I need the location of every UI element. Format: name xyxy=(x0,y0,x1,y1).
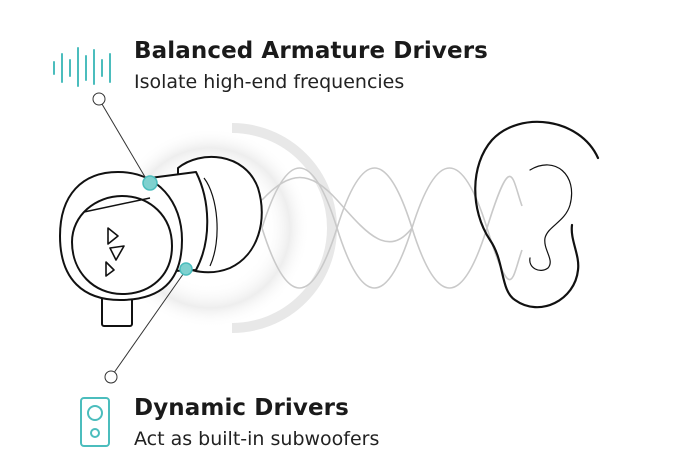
waveform-lines-icon xyxy=(53,47,111,87)
brand-logo-icon xyxy=(105,227,125,277)
balanced-armature-marker xyxy=(142,175,158,191)
balanced-armature-subtitle: Isolate high-end frequencies xyxy=(134,71,405,93)
callout-lines xyxy=(92,92,187,384)
dynamic-driver-subtitle: Act as built-in subwoofers xyxy=(134,428,380,450)
ear-illustration xyxy=(474,120,600,309)
dynamic-driver-title: Dynamic Drivers xyxy=(134,395,349,421)
dynamic-driver-marker xyxy=(179,262,193,276)
speaker-icon xyxy=(80,397,110,447)
balanced-armature-title: Balanced Armature Drivers xyxy=(134,38,488,64)
earphone-faceplate xyxy=(71,195,173,295)
driver-markers xyxy=(142,175,193,276)
earphone-illustration xyxy=(59,155,263,327)
